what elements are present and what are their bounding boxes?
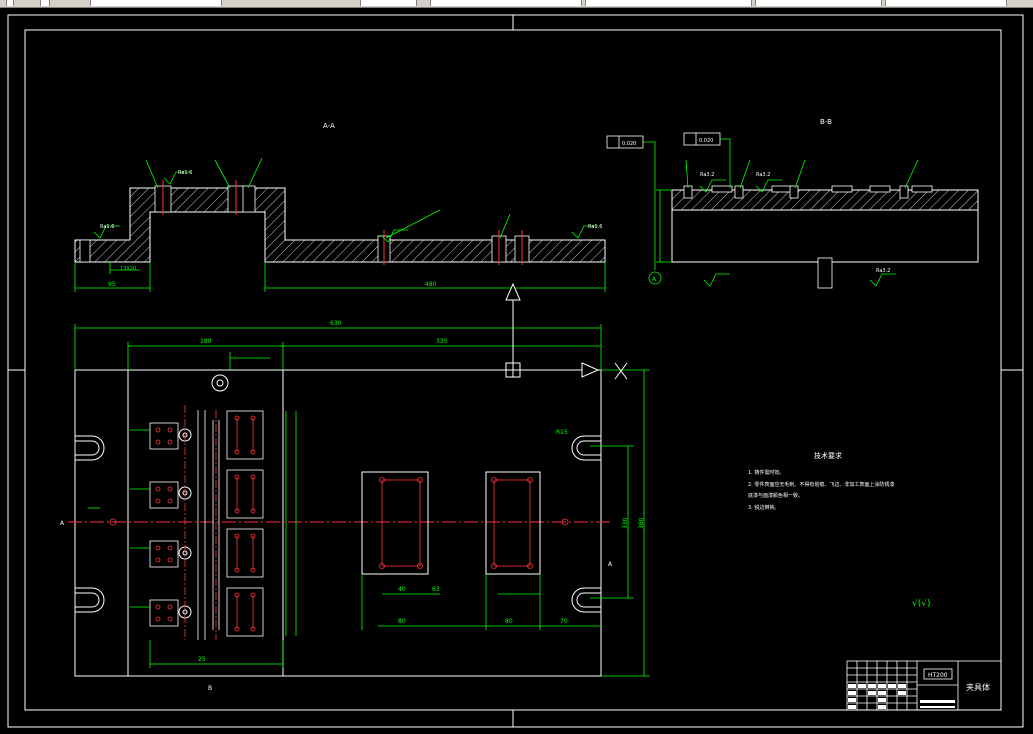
plan-left-blocks bbox=[149, 410, 264, 637]
plan-rail-centerlines bbox=[184, 405, 217, 640]
title-block-part-name: 夹具体 bbox=[966, 682, 990, 692]
undo-redo-group[interactable] bbox=[360, 0, 417, 6]
section-bb-hatched-top bbox=[671, 189, 979, 211]
plan-raised-pad bbox=[127, 369, 284, 677]
plan-dim-bottom-2: 80 bbox=[505, 618, 513, 625]
plan-dim-bottom-1: 80 bbox=[398, 618, 406, 625]
section-aa-dimension-lines bbox=[74, 262, 606, 292]
sheet-outer-border bbox=[7, 14, 1024, 728]
plan-dim-hole: R15 bbox=[556, 429, 568, 436]
section-bb-leaders bbox=[643, 138, 919, 287]
plot-style-dropdown[interactable] bbox=[885, 0, 1007, 6]
section-bb-dim-vertical bbox=[656, 189, 672, 263]
section-bb-slots bbox=[683, 185, 933, 289]
centering-marks bbox=[8, 15, 1023, 727]
title-block-material: HT200 bbox=[928, 672, 948, 679]
plan-dim-total-width: 630 bbox=[330, 320, 342, 327]
plan-block-holes bbox=[155, 415, 256, 632]
section-aa-label: A-A bbox=[323, 122, 335, 130]
section-aa-dim-small: 13X20 bbox=[120, 266, 136, 272]
section-aa-dim-main: 480 bbox=[425, 281, 437, 288]
linetype-dropdown[interactable] bbox=[430, 0, 582, 6]
section-aa-view[interactable]: A-A bbox=[74, 122, 606, 292]
plan-pocket-inner bbox=[109, 477, 569, 569]
section-bb-datum-circle bbox=[648, 271, 662, 285]
plan-bottom-label: B bbox=[208, 685, 212, 692]
technical-notes[interactable]: 技术要求 1. 铸件需时效。 2. 零件表面应无毛刺、不得有划痕、飞边、非加工表… bbox=[748, 451, 931, 609]
section-aa-roughness-top: Ra1.6 bbox=[178, 170, 192, 176]
plan-pin-circles bbox=[178, 374, 229, 619]
plan-dim-small-1: 40 bbox=[398, 586, 406, 593]
section-bb-roughness-2: Ra3.2 bbox=[756, 172, 770, 178]
plan-section-label-right: A bbox=[608, 561, 613, 568]
section-bb-view[interactable]: B-B 0.020 0.020 bbox=[606, 118, 979, 289]
plan-dim-height: 380 bbox=[638, 517, 645, 529]
notes-line-4: 3. 锐边倒钝。 bbox=[748, 504, 779, 511]
drawing-canvas[interactable]: A-A bbox=[0, 8, 1033, 734]
section-bb-roughness-3: Ra3.2 bbox=[876, 268, 890, 274]
section-bb-tolerance-2: 0.020 bbox=[699, 138, 713, 144]
notes-line-2: 2. 零件表面应无毛刺、不得有划痕、飞边、非加工表面上涂防锈漆 bbox=[748, 481, 894, 488]
plan-view[interactable]: 630 180 335 380 330 80 80 70 25 R15 40 6… bbox=[60, 320, 650, 692]
plan-vertical-rails bbox=[197, 410, 220, 640]
plan-u-slots bbox=[75, 435, 601, 613]
notes-title: 技术要求 bbox=[814, 451, 842, 460]
lineweight-dropdown[interactable] bbox=[585, 0, 752, 6]
ucs-icon[interactable] bbox=[505, 282, 628, 380]
undo-icon[interactable] bbox=[6, 0, 14, 6]
section-bb-roughness-1: Ra3.2 bbox=[700, 172, 714, 178]
plan-dim-bottom-3: 70 bbox=[560, 618, 568, 625]
notes-line-3: 底漆与面漆颜色相一致。 bbox=[748, 492, 803, 499]
toolbar-strip bbox=[0, 0, 1033, 8]
section-aa-dim-left: 95 bbox=[108, 281, 116, 288]
redo-icon[interactable] bbox=[40, 0, 50, 6]
section-bb-body bbox=[671, 209, 979, 263]
title-block[interactable] bbox=[846, 660, 1002, 711]
plan-dim-bottom-4: 25 bbox=[198, 656, 206, 663]
section-bb-label: B-B bbox=[820, 118, 832, 126]
notes-line-1: 1. 铸件需时效。 bbox=[748, 469, 784, 476]
plan-section-label-left: A bbox=[60, 520, 65, 527]
color-dropdown[interactable] bbox=[755, 0, 882, 6]
general-roughness-symbol: √(√) bbox=[912, 598, 931, 609]
title-block-filled-cells bbox=[848, 684, 955, 709]
section-aa-leaders bbox=[93, 157, 598, 243]
section-bb-tolerance-1: 0.020 bbox=[622, 141, 636, 147]
plan-dim-small-2: 63 bbox=[432, 586, 440, 593]
ucs-x-label: X bbox=[640, 389, 641, 391]
section-aa-roughness-right: Ra1.6 bbox=[588, 224, 602, 230]
section-bb-datum-label: A bbox=[652, 276, 657, 283]
plan-dim-left: 180 bbox=[200, 338, 212, 345]
plan-pockets bbox=[361, 471, 541, 575]
plan-dim-right: 335 bbox=[436, 338, 448, 345]
section-aa-centerlines bbox=[162, 180, 523, 265]
section-aa-roughness-left: Ra1.6 bbox=[100, 224, 114, 230]
layer-dropdown[interactable] bbox=[90, 0, 222, 6]
plan-outline bbox=[74, 369, 602, 677]
plan-dim-height-inner: 330 bbox=[622, 517, 629, 529]
